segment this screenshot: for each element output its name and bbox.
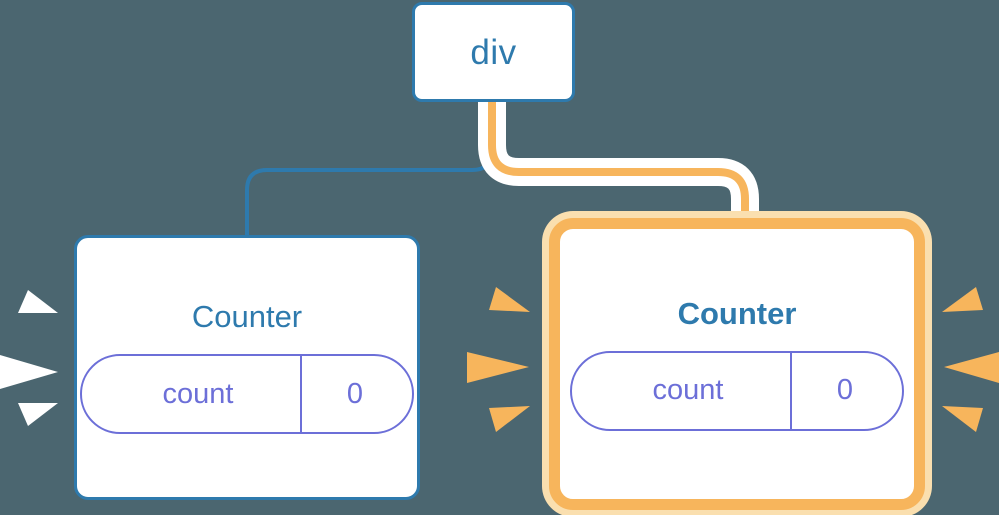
spark-ray-icon bbox=[489, 287, 530, 312]
node-counter-a-title: Counter bbox=[191, 299, 303, 334]
state-pill-counter-a[interactable]: count 0 bbox=[80, 354, 414, 434]
state-key-label: count bbox=[162, 377, 234, 410]
node-counter-a[interactable]: Counter count 0 bbox=[74, 235, 420, 500]
state-value-label: 0 bbox=[790, 352, 902, 429]
state-pill-counter-b[interactable]: count 0 bbox=[570, 350, 904, 431]
spark-ray-icon bbox=[18, 290, 58, 313]
spark-ray-icon bbox=[944, 352, 999, 383]
spark-ray-icon bbox=[489, 406, 530, 432]
node-div-label: div bbox=[470, 32, 517, 72]
spark-ray-icon bbox=[18, 403, 58, 426]
state-key-label: count bbox=[652, 374, 724, 406]
spark-ray-icon bbox=[942, 287, 983, 312]
spark-ray-icon bbox=[0, 355, 58, 389]
edge-div-to-counter-a bbox=[245, 99, 494, 239]
spark-group-right bbox=[942, 287, 999, 432]
spark-group-left bbox=[0, 290, 58, 426]
spark-group-middle bbox=[467, 287, 530, 432]
node-counter-b-title: Counter bbox=[677, 295, 797, 331]
spark-ray-icon bbox=[467, 352, 529, 383]
node-div[interactable]: div bbox=[412, 2, 575, 102]
spark-ray-icon bbox=[942, 406, 983, 432]
state-value-label: 0 bbox=[300, 356, 412, 432]
node-counter-b[interactable]: Counter count 0 bbox=[549, 218, 925, 510]
